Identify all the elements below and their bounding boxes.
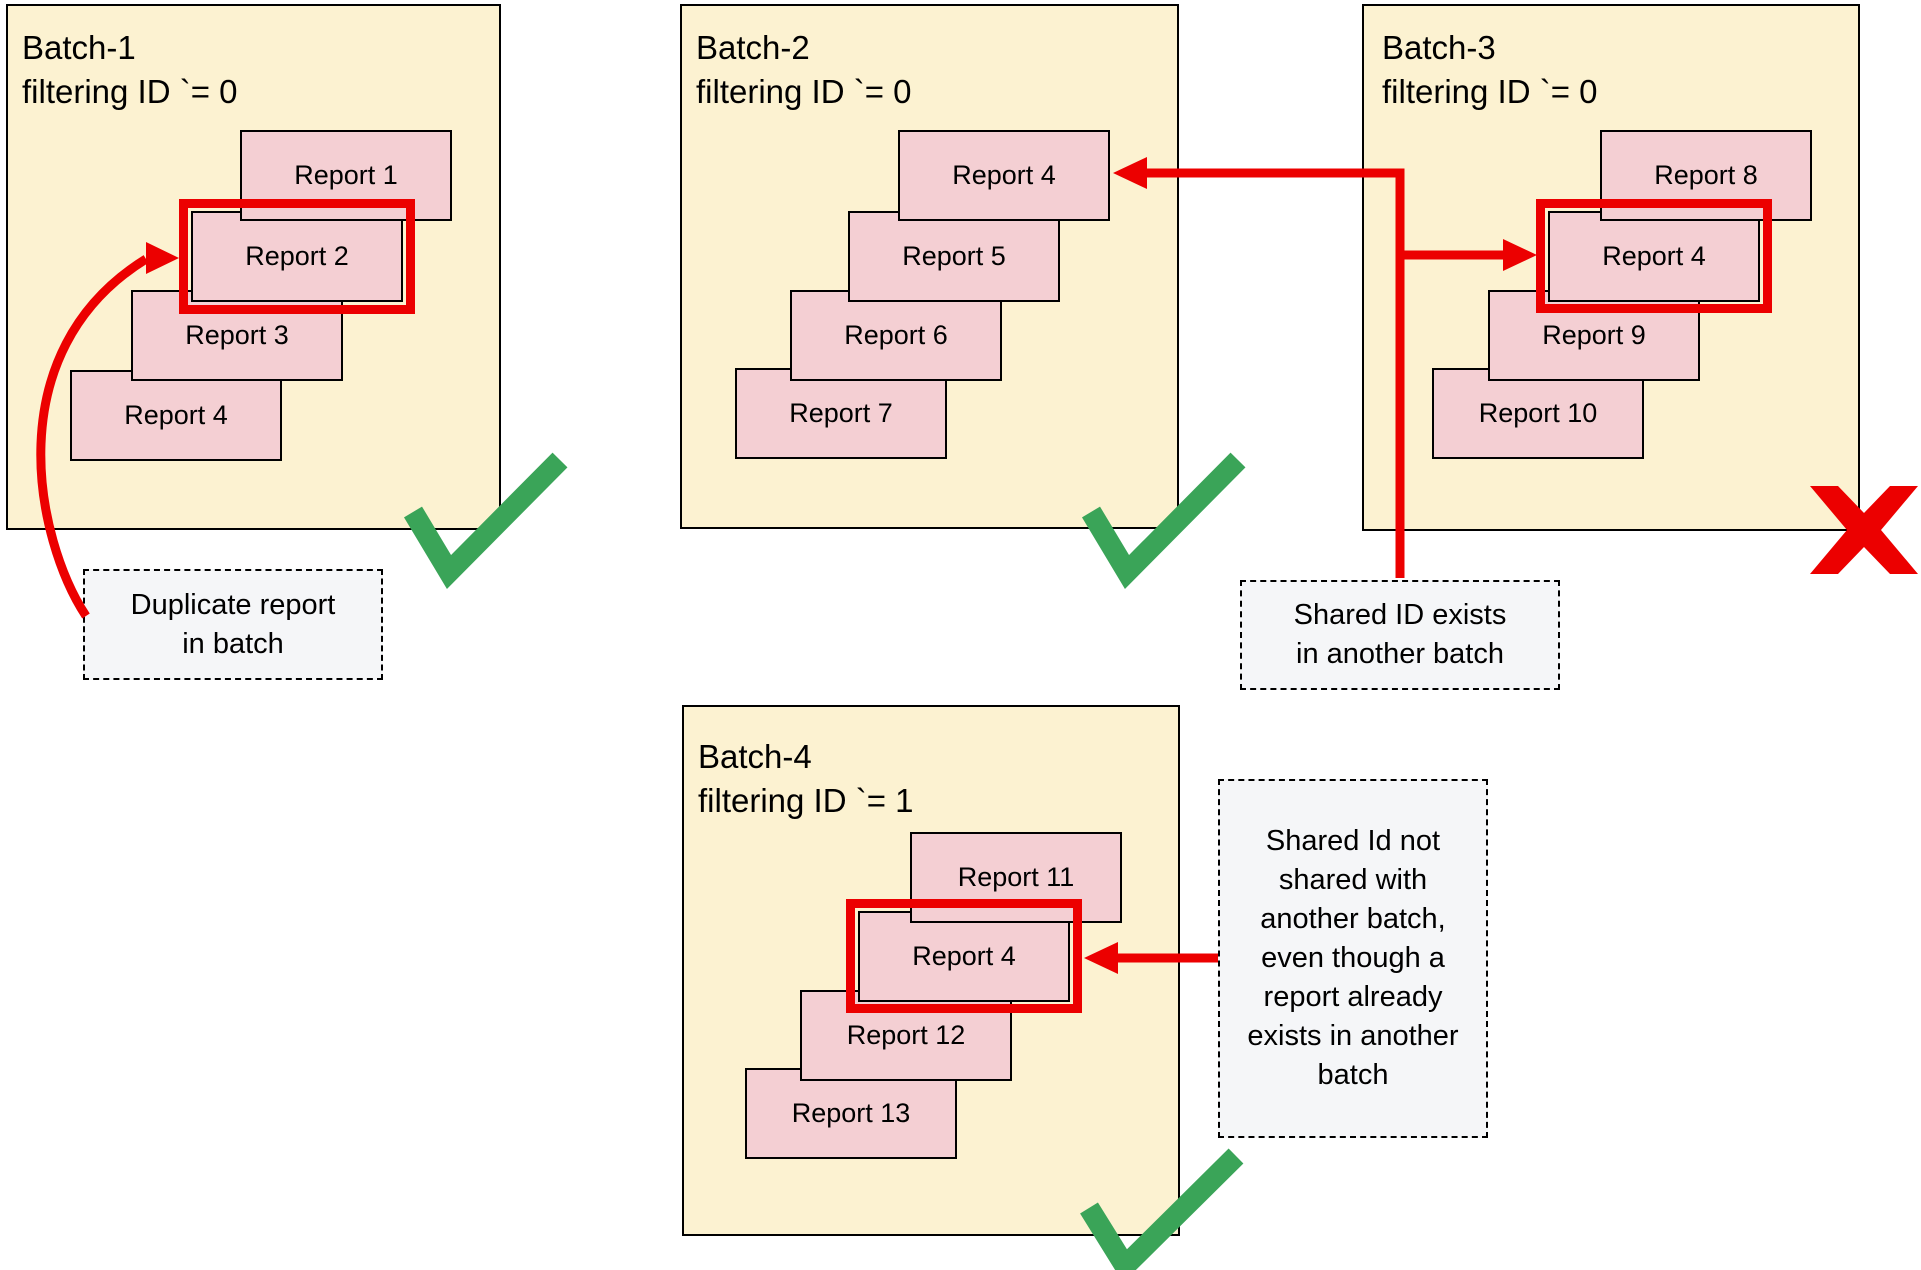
highlight-box-duplicate-report	[179, 199, 415, 314]
report-card: Report 4	[1548, 211, 1760, 302]
note-line: in batch	[182, 627, 284, 660]
highlight-box-not-shared-report	[846, 899, 1082, 1013]
highlight-box-shared-report	[1536, 199, 1772, 313]
note-line: Shared ID exists	[1293, 599, 1507, 631]
report-card: Report 7	[735, 368, 947, 459]
note-line: even though a	[1261, 942, 1445, 974]
batch-4-name: Batch-4	[698, 738, 812, 775]
report-card: Report 4	[898, 130, 1110, 221]
note-shared-id-not-shared: Shared Id not shared with another batch,…	[1218, 779, 1488, 1138]
batch-1-name: Batch-1	[22, 29, 136, 66]
note-line: Duplicate report	[130, 588, 336, 621]
batch-4-title: Batch-4 filtering ID `= 1	[698, 735, 914, 823]
note-line: shared with	[1278, 864, 1428, 896]
note-line: another batch,	[1260, 903, 1446, 935]
note-line: exists in another	[1247, 1020, 1459, 1052]
note-duplicate-report: Duplicate report in batch	[83, 569, 383, 680]
batch-4-filter: filtering ID `= 1	[698, 782, 914, 819]
batch-2-filter: filtering ID `= 0	[696, 73, 912, 110]
batch-2-title: Batch-2 filtering ID `= 0	[696, 26, 912, 114]
report-card: Report 2	[191, 211, 403, 302]
note-line: Shared Id not	[1265, 825, 1441, 857]
report-card: Report 13	[745, 1068, 957, 1159]
batch-3-name: Batch-3	[1382, 29, 1496, 66]
note-line: in another batch	[1296, 638, 1504, 670]
report-card: Report 4	[858, 911, 1070, 1002]
note-line: report already	[1263, 981, 1443, 1013]
note-shared-id-exists: Shared ID exists in another batch	[1240, 580, 1560, 690]
report-card: Report 5	[848, 211, 1060, 302]
batch-1-title: Batch-1 filtering ID `= 0	[22, 26, 238, 114]
batch-2-name: Batch-2	[696, 29, 810, 66]
report-card: Report 6	[790, 290, 1002, 381]
note-line: batch	[1317, 1059, 1389, 1091]
report-card: Report 10	[1432, 368, 1644, 459]
batch-1-filter: filtering ID `= 0	[22, 73, 238, 110]
report-card: Report 4	[70, 370, 282, 461]
batch-3-filter: filtering ID `= 0	[1382, 73, 1598, 110]
batch-3-title: Batch-3 filtering ID `= 0	[1382, 26, 1598, 114]
